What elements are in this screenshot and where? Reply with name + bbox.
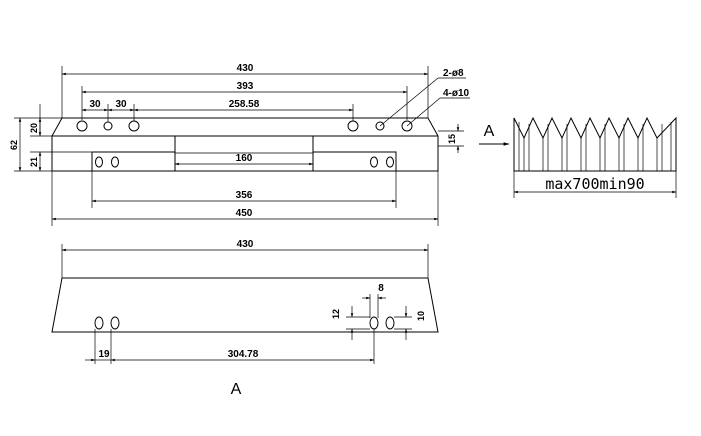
hole-small xyxy=(375,121,385,131)
hole-bottom xyxy=(370,156,378,168)
dim-hole-gap: 19 xyxy=(98,349,110,360)
hole-front xyxy=(94,316,104,330)
view-label-a: A xyxy=(231,381,242,398)
hole-large xyxy=(347,120,359,132)
hole-small xyxy=(103,121,113,131)
hole-large xyxy=(128,120,140,132)
hole-large xyxy=(76,120,88,132)
hole-bottom xyxy=(95,156,103,168)
dim-pitch-b: 30 xyxy=(115,99,127,110)
dim-slot-width: 8 xyxy=(378,283,384,294)
dim-hole-dia: 10 xyxy=(416,311,426,321)
callout-small-holes: 2-ø8 xyxy=(443,68,464,79)
dim-total-bottom: 450 xyxy=(236,208,253,219)
top-view: 430 393 30 30 258.58 2-ø8 4-ø10 160 356 xyxy=(9,63,470,226)
hole-front xyxy=(385,316,395,330)
dim-inner-span: 356 xyxy=(236,190,253,201)
hole-bottom xyxy=(386,156,394,168)
bellows-outline xyxy=(513,116,677,172)
inner-pocket-right xyxy=(312,151,397,172)
bellows-folds xyxy=(518,122,672,171)
hole-front xyxy=(369,316,379,330)
dim-front-total: 430 xyxy=(237,239,254,250)
front-view-outline xyxy=(51,277,439,333)
section-view: A max700min90 xyxy=(479,116,677,198)
dim-height-upper: 20 xyxy=(29,123,39,133)
front-view: 430 19 304.78 8 12 10 xyxy=(51,239,439,398)
hole-large xyxy=(401,120,413,132)
dim-slot-height: 12 xyxy=(331,309,341,319)
dim-hole-span: 393 xyxy=(237,81,254,92)
dim-pitch-a: 30 xyxy=(89,99,101,110)
hole-bottom xyxy=(111,156,119,168)
bellows-stroke-label: max700min90 xyxy=(545,175,644,193)
callout-large-holes: 4-ø10 xyxy=(443,88,470,99)
dim-slot: 160 xyxy=(236,153,253,164)
dim-height-lower: 21 xyxy=(29,157,39,167)
dim-side-depth: 15 xyxy=(447,134,457,144)
section-arrow-label: A xyxy=(484,123,495,140)
dim-center-span: 258.58 xyxy=(229,99,260,110)
dim-total-top: 430 xyxy=(237,63,254,74)
leader-large-holes xyxy=(406,97,441,127)
dim-hole-span-front: 304.78 xyxy=(228,349,259,360)
hole-front xyxy=(110,316,120,330)
leader-small-holes xyxy=(379,77,439,127)
dim-height-total: 62 xyxy=(9,140,19,150)
inner-pocket-left xyxy=(91,151,176,172)
